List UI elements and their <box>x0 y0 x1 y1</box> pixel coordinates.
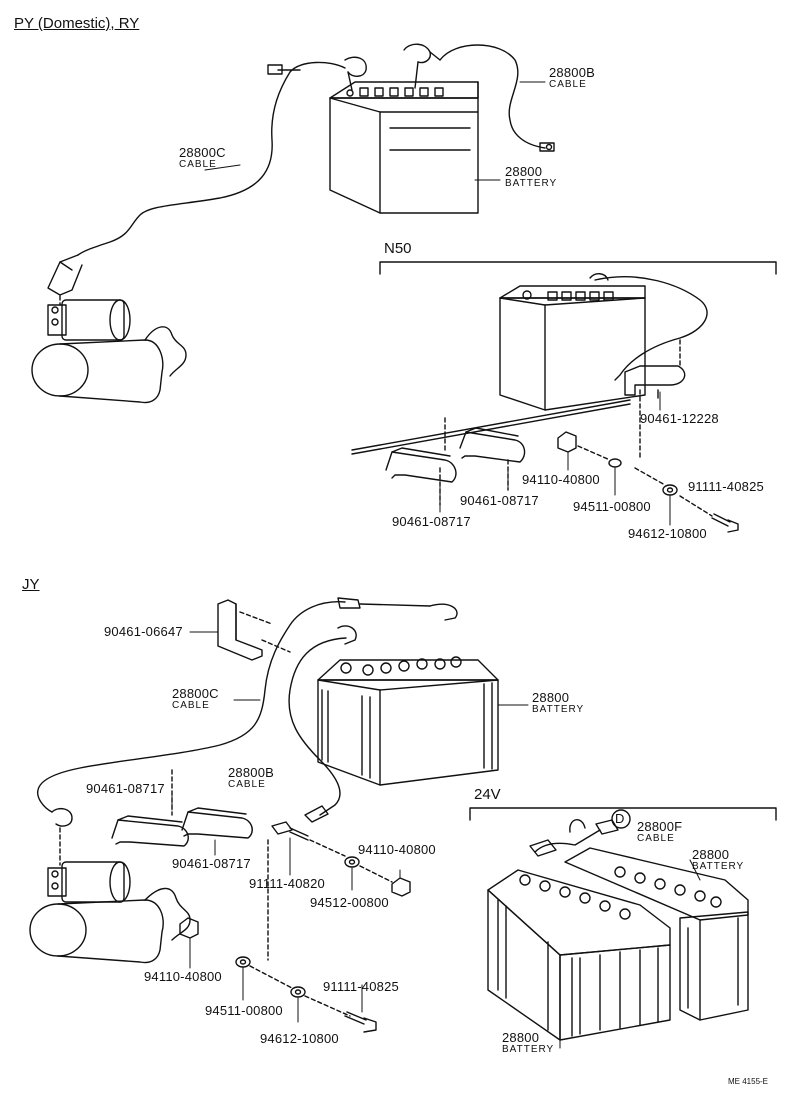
callout-v24-28800-battery-right-caption: BATTERY <box>692 861 745 872</box>
callout-jy-94110-40800-top: 94110-40800 <box>358 842 436 857</box>
callout-jy-28800c-caption: CABLE <box>172 700 210 711</box>
callout-v24-28800f-number: 28800F <box>637 819 683 834</box>
callout-jy-28800b-caption: CABLE <box>228 779 266 790</box>
v24-left-caps <box>519 874 631 920</box>
callout-jy-28800c-number: 28800C <box>172 686 219 701</box>
section-title-py-ry: PY (Domestic), RY <box>14 15 140 32</box>
callout-jy-90461-08717-b: 90461-08717 <box>172 856 251 871</box>
jy-cable-b <box>288 603 458 823</box>
top-cable-c <box>47 56 367 296</box>
top-cable-b <box>403 43 555 152</box>
callout-jy-90461-06647: 90461-06647 <box>104 624 183 639</box>
n50-battery <box>499 285 646 411</box>
jy-hardware <box>179 821 411 1033</box>
n50-cable <box>351 273 708 455</box>
jy-bracket-06647 <box>217 599 291 661</box>
callout-28800-battery-top-caption: BATTERY <box>505 178 558 189</box>
callout-28800-battery-top: 28800 BATTERY <box>505 165 557 189</box>
jy-starter-motor <box>29 827 191 964</box>
n50-clamp-08717-b <box>444 417 526 491</box>
callout-jy-28800c: 28800C CABLE <box>172 687 219 711</box>
callout-v24-marker-d: D <box>615 811 625 826</box>
callout-v24-28800-battery-left-number: 28800 <box>502 1030 540 1045</box>
callout-n50-91111-40825: 91111-40825 <box>688 479 764 494</box>
v24-group-bracket <box>469 807 777 821</box>
callout-jy-94110-40800-left: 94110-40800 <box>144 969 222 984</box>
n50-hardware <box>557 431 739 533</box>
n50-group-bracket <box>379 261 777 275</box>
top-battery <box>329 81 479 214</box>
callout-v24-28800f-caption: CABLE <box>637 833 675 844</box>
section-title-24v: 24V <box>474 786 501 803</box>
callout-jy-94512-00800: 94512-00800 <box>310 895 389 910</box>
jy-battery-caps <box>340 656 462 676</box>
callout-jy-28800b-number: 28800B <box>228 765 275 780</box>
n50-clamp-08717-a <box>385 447 457 506</box>
jy-cable-c <box>37 597 361 827</box>
callout-28800b-top: 28800B CABLE <box>549 66 595 90</box>
callout-28800c-top-number: 28800C <box>179 145 226 160</box>
callout-n50-90461-12228: 90461-12228 <box>640 411 719 426</box>
v24-cable-f <box>529 809 631 857</box>
section-title-n50: N50 <box>384 240 412 257</box>
v24-right-caps <box>614 866 722 908</box>
callout-v24-28800-battery-left: 28800 BATTERY <box>502 1031 554 1055</box>
leader-lines <box>171 81 701 1049</box>
callout-n50-90461-08717-b: 90461-08717 <box>460 493 539 508</box>
callout-jy-28800-battery-caption: BATTERY <box>532 704 585 715</box>
top-battery-caps <box>346 87 444 97</box>
callout-n50-94612-10800: 94612-10800 <box>628 526 707 541</box>
callout-28800b-top-caption: CABLE <box>549 79 587 90</box>
callout-n50-90461-08717-a: 90461-08717 <box>392 514 471 529</box>
callout-jy-94612-10800: 94612-10800 <box>260 1031 339 1046</box>
callout-v24-28800-battery-left-caption: BATTERY <box>502 1044 555 1055</box>
callout-28800c-top: 28800C CABLE <box>179 146 226 170</box>
callout-v24-28800f: 28800F CABLE <box>637 820 682 844</box>
jy-battery-ribs <box>321 682 493 779</box>
callout-jy-90461-08717-a: 90461-08717 <box>86 781 165 796</box>
callout-28800b-top-number: 28800B <box>549 65 596 80</box>
callout-jy-28800-battery: 28800 BATTERY <box>532 691 584 715</box>
callout-28800-battery-top-number: 28800 <box>505 164 543 179</box>
callout-jy-91111-40820: 91111-40820 <box>249 876 325 891</box>
section-title-jy: JY <box>22 576 40 593</box>
callout-jy-28800b: 28800B CABLE <box>228 766 274 790</box>
callout-jy-28800-battery-number: 28800 <box>532 690 570 705</box>
jy-battery <box>317 656 499 786</box>
top-starter-motor <box>31 295 187 404</box>
callout-jy-94511-00800: 94511-00800 <box>205 1003 283 1018</box>
footer-reference-code: ME 4155-E <box>728 1077 769 1086</box>
v24-battery-right <box>564 847 749 1021</box>
callout-28800c-top-caption: CABLE <box>179 159 217 170</box>
n50-clamp-12228 <box>624 339 686 461</box>
callout-n50-94511-00800: 94511-00800 <box>573 499 651 514</box>
callout-v24-28800-battery-right-number: 28800 <box>692 847 730 862</box>
callout-jy-91111-40825: 91111-40825 <box>323 979 399 994</box>
n50-battery-caps <box>522 290 614 301</box>
v24-left-ribs <box>497 899 659 1037</box>
callout-n50-94110-40800: 94110-40800 <box>522 472 600 487</box>
callout-v24-28800-battery-right: 28800 BATTERY <box>692 848 744 872</box>
